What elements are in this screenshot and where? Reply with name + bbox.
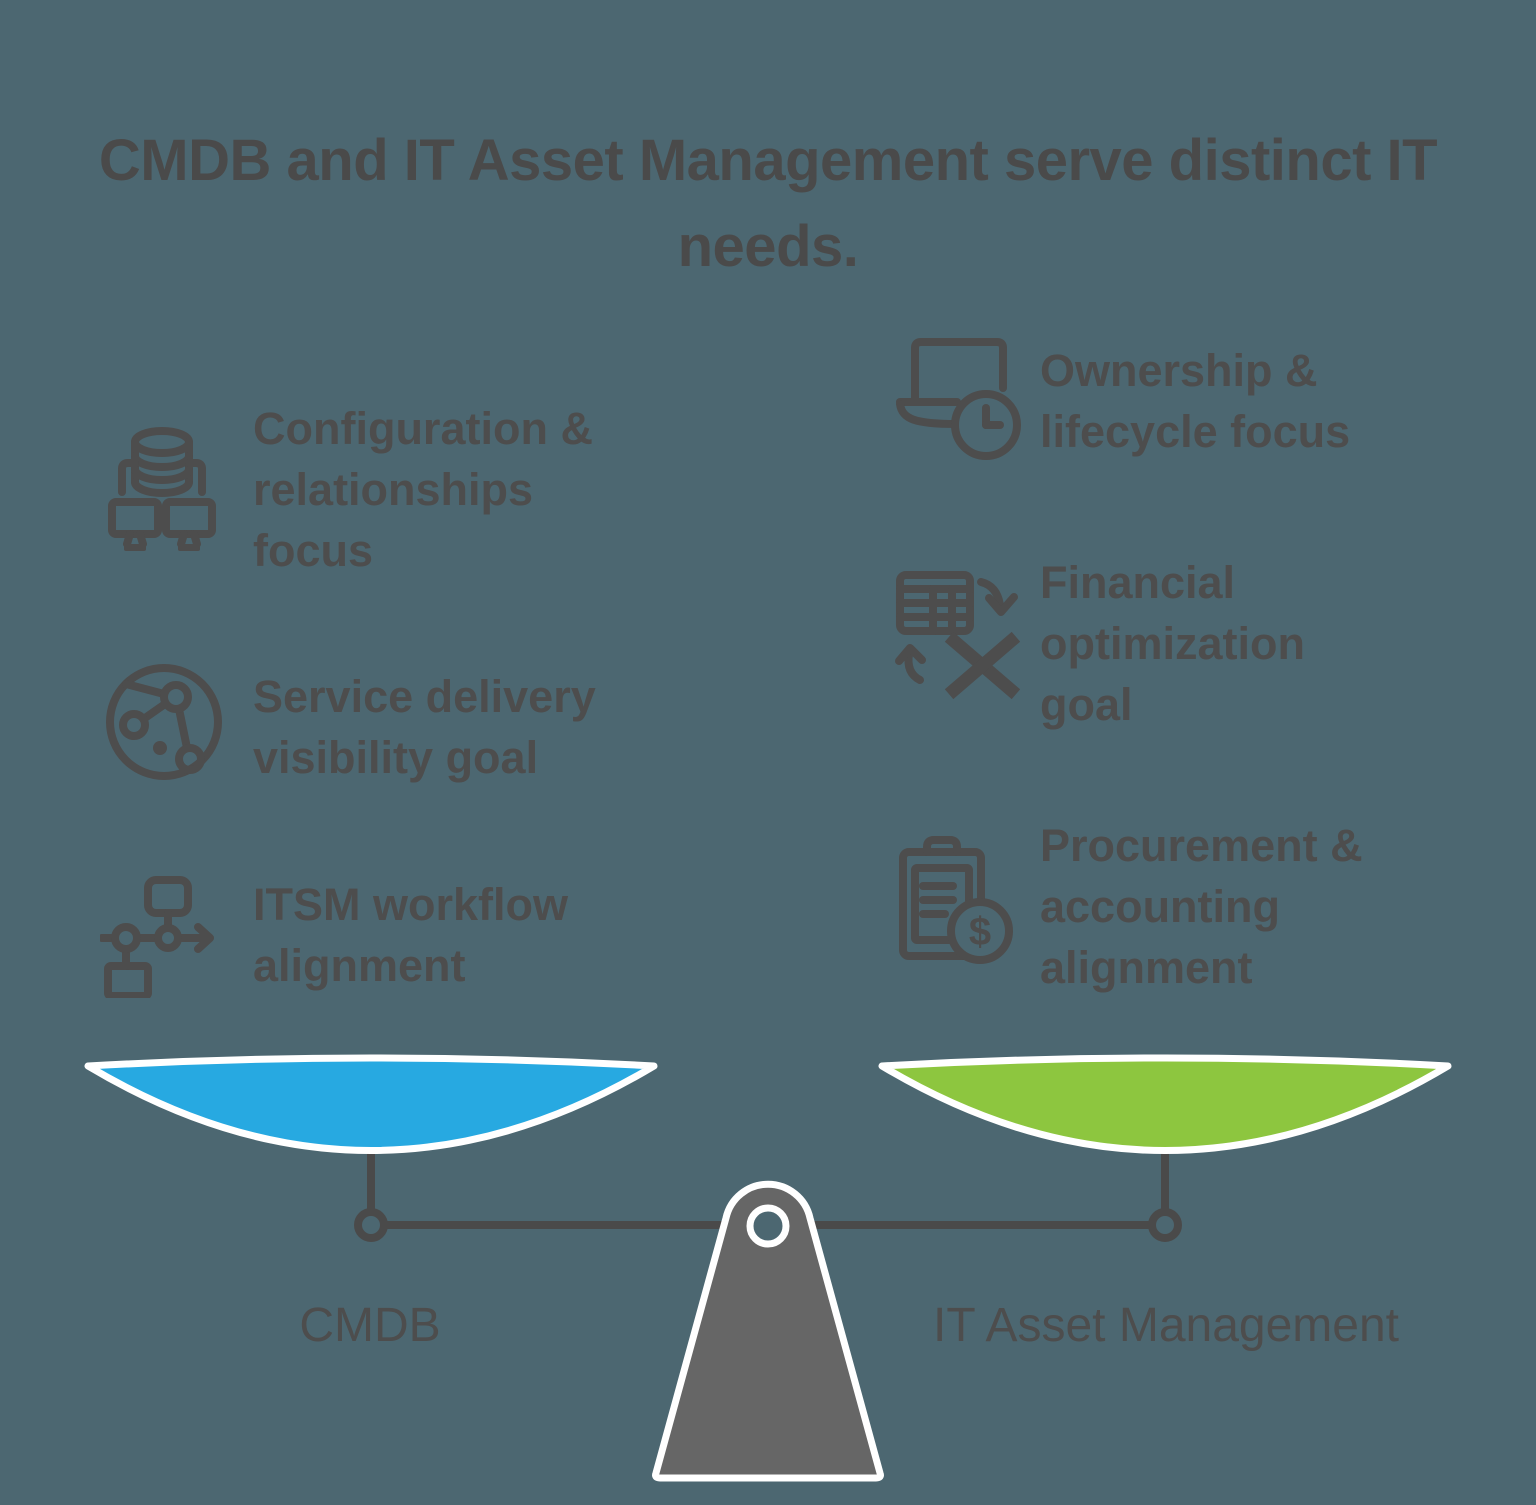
dollar-glyph: $	[969, 910, 991, 954]
right-item-label: Ownership & lifecycle focus	[1040, 345, 1351, 457]
left-item-label: ITSM workflow alignment	[253, 879, 568, 991]
laptop-clock-icon	[896, 338, 1021, 460]
service-network-globe-icon	[106, 664, 222, 780]
page-title: CMDB and IT Asset Management serve disti…	[98, 128, 1438, 279]
pedestal-hole	[746, 1204, 790, 1248]
left-hanger-ring	[354, 1208, 388, 1242]
clipboard-dollar-icon: $	[899, 836, 1013, 964]
spreadsheet-conversion-icon	[895, 571, 1020, 700]
itam-pan-label: IT Asset Management	[932, 1299, 1400, 1352]
balance-scale	[84, 1054, 1452, 1482]
scale-pedestal	[652, 1180, 884, 1482]
right-hanger-ring	[1148, 1208, 1182, 1242]
cmdb-pan	[84, 1054, 658, 1154]
workflow-diagram-icon	[100, 876, 214, 998]
cmdb-pan-label: CMDB	[299, 1299, 441, 1352]
database-network-icon	[108, 427, 216, 551]
left-item-label: Configuration & relationships focus	[253, 403, 593, 576]
left-item-label: Service delivery visibility goal	[253, 671, 596, 783]
right-item-label: Financial optimization goal	[1040, 557, 1305, 730]
right-item-label: Procurement & accounting alignment	[1040, 820, 1363, 993]
itam-pan	[878, 1054, 1452, 1154]
